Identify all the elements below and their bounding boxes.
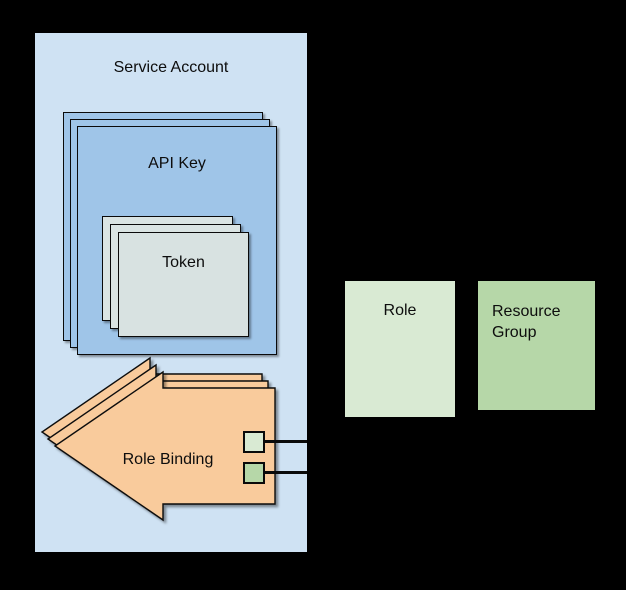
role-key-swatch[interactable] [243, 431, 265, 453]
role-box [345, 281, 455, 417]
role-binding-label: Role Binding [122, 451, 214, 468]
api-key-label: API Key [148, 155, 206, 172]
token-label: Token [162, 254, 205, 271]
resource-group-label: Resource Group [492, 303, 561, 341]
role-label: Role [383, 302, 417, 319]
service-account-label: Service Account [113, 59, 229, 76]
connector-role-binding-to-role [265, 440, 307, 443]
resource-group-box [478, 281, 595, 410]
connector-role-binding-to-resource-group [265, 471, 307, 474]
token-card-layer-1 [118, 232, 249, 337]
resource-group-key-swatch[interactable] [243, 462, 265, 484]
